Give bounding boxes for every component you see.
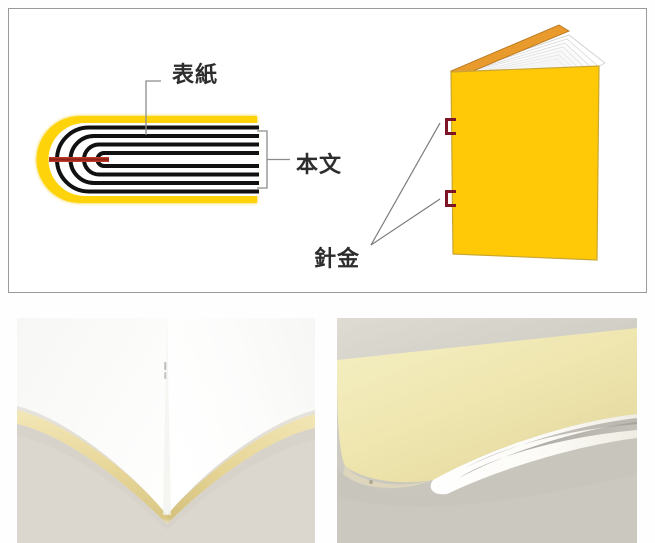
photo-row: [0, 318, 655, 543]
label-cover: 表紙: [172, 63, 219, 88]
staple-bracket-top-icon: [445, 118, 456, 135]
page-gap-shadow: [459, 422, 637, 478]
centre-crease: [163, 318, 171, 515]
surface-shadow-2: [337, 474, 637, 543]
inner-pages-right: [167, 318, 315, 515]
cover-edge-right: [167, 414, 315, 524]
page-gap-shadow-2: [465, 418, 637, 468]
label-body-text: 本文: [296, 153, 343, 178]
booklet-spine-edge-photo: [337, 318, 637, 543]
spine-fold: [343, 466, 433, 488]
leader-staple-top: [370, 122, 441, 246]
staple-mark: [164, 362, 167, 379]
label-wire-staple: 針金: [314, 247, 361, 272]
staple-dimple: [369, 480, 373, 484]
front-cover-face: [450, 65, 600, 261]
cover-edge-left: [17, 410, 167, 524]
cross-section-illustration: [33, 112, 263, 207]
surface-shadow-2: [17, 436, 315, 543]
cover-inner-white: [48, 123, 259, 196]
leader-staple-bottom: [370, 198, 441, 246]
open-booklet-spine-photo: [17, 318, 315, 543]
open-book-illustration: [447, 17, 637, 277]
cover-surface: [337, 328, 637, 483]
diagram-panel: 表紙 本文 針金: [8, 8, 647, 293]
staple-bracket-bottom-icon: [445, 190, 456, 207]
